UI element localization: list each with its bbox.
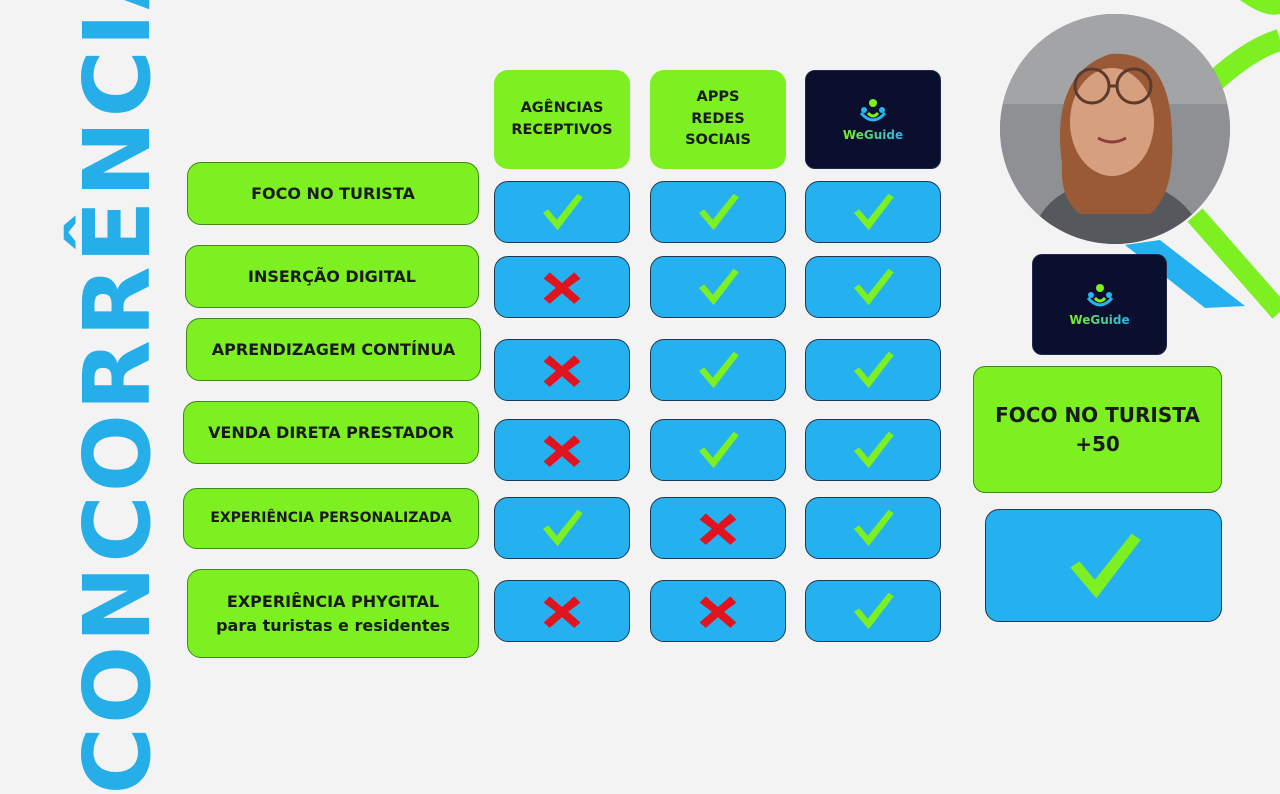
cross-mark-icon [699, 513, 737, 545]
check-cell [650, 339, 786, 401]
side-highlight-text: FOCO NO TURISTA +50 [995, 401, 1200, 459]
row-label-text: FOCO NO TURISTA [251, 182, 415, 205]
check-cell [494, 181, 630, 243]
text-line: EXPERIÊNCIA PHYGITAL [226, 592, 440, 612]
row-label: EXPERIÊNCIA PHYGITAL para turistas e resi… [187, 569, 479, 658]
weguide-people-icon [859, 99, 887, 122]
check-cell [650, 256, 786, 318]
text-line: VENDA DIRETA PRESTADOR [208, 422, 454, 442]
check-mark-icon [853, 431, 894, 469]
text-line: SOCIAIS [685, 132, 751, 149]
cross-mark-icon [543, 272, 581, 304]
cross-cell [494, 580, 630, 642]
text-line: APPS [696, 88, 740, 105]
check-mark-icon [698, 351, 739, 389]
row-label: INSERÇÃO DIGITAL [185, 245, 479, 308]
corner-accent-top [1240, 0, 1280, 15]
check-mark-icon [1069, 533, 1141, 598]
text-line: REDES [691, 110, 745, 127]
check-cell [805, 256, 941, 318]
column-header-label: AGÊNCIAS RECEPTIVOS [511, 98, 612, 142]
presenter-figure [1000, 14, 1230, 244]
header-logo-label: WeGuide [842, 128, 904, 142]
column-header: AGÊNCIAS RECEPTIVOS [494, 70, 630, 169]
text-line: FOCO NO TURISTA [995, 402, 1200, 427]
side-highlight: FOCO NO TURISTA +50 [973, 366, 1222, 493]
side-weguide-logo: WeGuide [1032, 254, 1167, 355]
row-label-text: INSERÇÃO DIGITAL [248, 265, 416, 288]
header-weguide-logo: WeGuide [805, 70, 941, 169]
text-line: +50 [1075, 431, 1120, 456]
weguide-people-icon [1086, 284, 1113, 307]
row-label: VENDA DIRETA PRESTADOR [183, 401, 479, 464]
cross-cell [494, 339, 630, 401]
check-cell [805, 580, 941, 642]
text-line: EXPERIÊNCIA PERSONALIZADA [210, 510, 452, 527]
text-line: RECEPTIVOS [511, 121, 613, 138]
check-cell [805, 181, 941, 243]
cross-cell [494, 419, 630, 481]
presenter-webcam [1000, 14, 1230, 244]
column-header-label: APPS REDES SOCIAIS [685, 87, 751, 152]
row-label: FOCO NO TURISTA [187, 162, 479, 225]
side-check-cell [985, 509, 1222, 622]
check-mark-icon [853, 268, 894, 306]
text-line: AGÊNCIAS [520, 99, 604, 116]
cross-cell [650, 580, 786, 642]
column-header: APPS REDES SOCIAIS [650, 70, 786, 169]
check-mark-icon [698, 431, 739, 469]
side-logo-label: WeGuide [1069, 313, 1130, 327]
cross-mark-icon [543, 435, 581, 467]
check-mark-icon [542, 509, 583, 547]
cross-mark-icon [699, 596, 737, 628]
cross-cell [494, 256, 630, 318]
check-mark-icon [853, 509, 894, 547]
check-cell [650, 419, 786, 481]
check-mark-icon [853, 193, 894, 231]
row-label: APRENDIZAGEM CONTÍNUA [186, 318, 481, 381]
page-title: CONCORRÊNCIA [64, 0, 171, 794]
row-label-text: EXPERIÊNCIA PERSONALIZADA [210, 508, 451, 528]
row-label: EXPERIÊNCIA PERSONALIZADA [183, 488, 479, 549]
check-mark-icon [698, 268, 739, 306]
text-line: APRENDIZAGEM CONTÍNUA [211, 339, 456, 359]
cross-cell [650, 497, 786, 559]
check-cell [805, 497, 941, 559]
check-cell [650, 181, 786, 243]
green-diagonal [1187, 208, 1280, 319]
check-cell [494, 497, 630, 559]
check-mark-icon [542, 193, 583, 231]
check-cell [805, 419, 941, 481]
check-cell [805, 339, 941, 401]
cross-mark-icon [543, 355, 581, 387]
row-label-text: EXPERIÊNCIA PHYGITAL para turistas e resi… [216, 590, 450, 636]
check-mark-icon [853, 592, 894, 630]
cross-mark-icon [543, 596, 581, 628]
row-label-text: VENDA DIRETA PRESTADOR [208, 421, 454, 444]
text-line: para turistas e residentes [216, 615, 450, 635]
check-mark-icon [853, 351, 894, 389]
row-label-text: APRENDIZAGEM CONTÍNUA [212, 338, 455, 361]
text-line: INSERÇÃO DIGITAL [248, 266, 416, 286]
check-mark-icon [698, 193, 739, 231]
text-line: FOCO NO TURISTA [251, 183, 415, 203]
